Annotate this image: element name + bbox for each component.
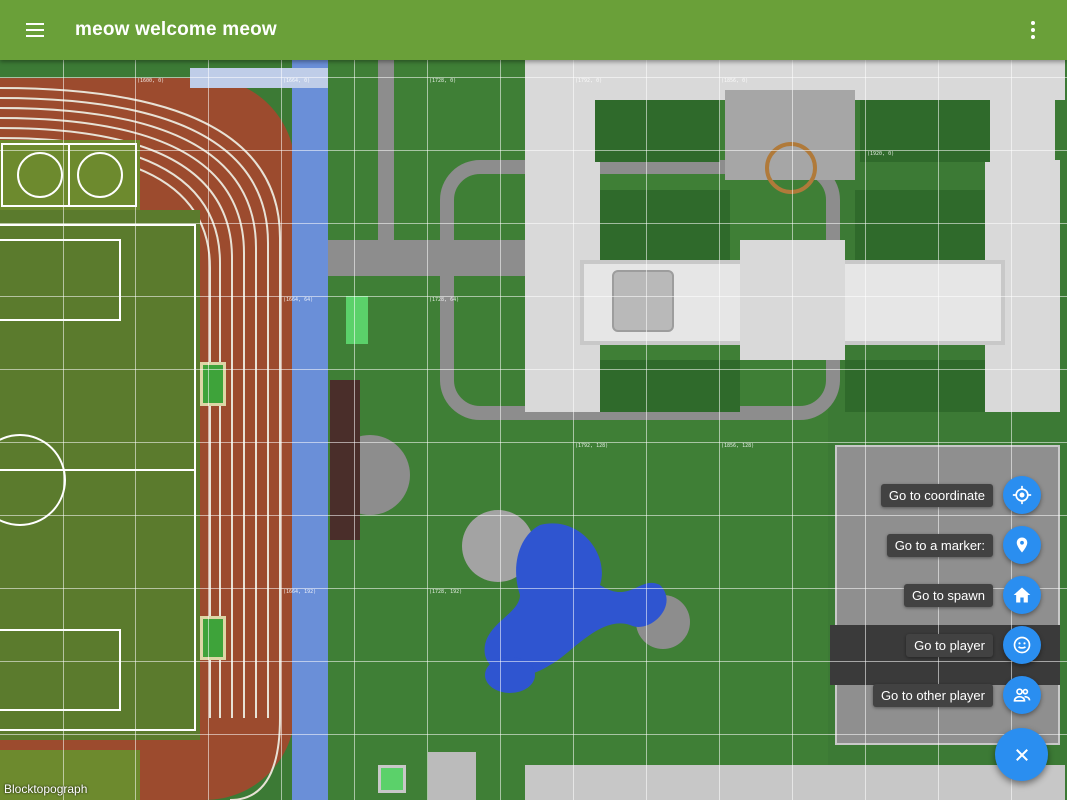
pond <box>484 523 667 693</box>
building-center-tower <box>740 240 845 360</box>
top-wall-left <box>190 68 360 88</box>
blue-wall <box>292 60 328 800</box>
go-to-coordinate-label[interactable]: Go to coordinate <box>880 483 993 507</box>
go-to-spawn-row[interactable]: Go to spawn <box>904 576 1041 614</box>
building-core-top-right <box>990 60 1055 170</box>
go-to-coordinate-row[interactable]: Go to coordinate <box>880 476 1041 514</box>
path-vertical <box>378 60 394 240</box>
basketball-lines-top <box>1 143 137 207</box>
basketball-court-bottom <box>0 750 140 800</box>
people-icon[interactable] <box>1003 676 1041 714</box>
go-to-player-label[interactable]: Go to player <box>906 633 993 657</box>
inner-garden-right <box>855 190 985 260</box>
bottom-buildings <box>525 765 1065 800</box>
close-icon[interactable] <box>995 728 1048 781</box>
track-marker-top <box>200 362 226 406</box>
app-title: meow welcome meow <box>75 19 277 40</box>
go-to-marker-row[interactable]: Go to a marker: <box>886 526 1041 564</box>
dark-tower <box>330 380 360 540</box>
go-to-other-player-row[interactable]: Go to other player <box>872 676 1041 714</box>
go-to-marker-label[interactable]: Go to a marker: <box>886 533 993 557</box>
football-field <box>0 210 200 740</box>
bottom-small-building <box>428 752 476 800</box>
hamburger-menu-icon[interactable] <box>22 18 50 42</box>
map-pin-icon[interactable] <box>1003 526 1041 564</box>
go-to-player-row[interactable]: Go to player <box>906 626 1041 664</box>
go-to-spawn-label[interactable]: Go to spawn <box>904 583 993 607</box>
track-marker-bottom <box>200 616 226 660</box>
inner-garden-left <box>600 190 730 260</box>
dome <box>612 270 674 332</box>
lower-garden-right <box>845 360 985 412</box>
crosshair-icon[interactable] <box>1003 476 1041 514</box>
courtyard-right <box>860 100 990 162</box>
field-markings <box>0 224 196 731</box>
home-icon[interactable] <box>1003 576 1041 614</box>
courtyard-left <box>595 100 720 162</box>
building-core-top <box>525 60 595 170</box>
path-horizontal-1 <box>328 240 528 276</box>
app-bar: meow welcome meow <box>0 0 1067 60</box>
fountain-ring <box>765 142 817 194</box>
green-bench <box>346 296 368 344</box>
go-to-other-player-label[interactable]: Go to other player <box>872 683 993 707</box>
bottom-green-block <box>378 765 406 793</box>
lower-garden-left <box>600 360 740 412</box>
smiley-face-icon[interactable] <box>1003 626 1041 664</box>
app-watermark: Blocktopograph <box>4 782 88 796</box>
more-options-icon[interactable] <box>1021 18 1045 42</box>
